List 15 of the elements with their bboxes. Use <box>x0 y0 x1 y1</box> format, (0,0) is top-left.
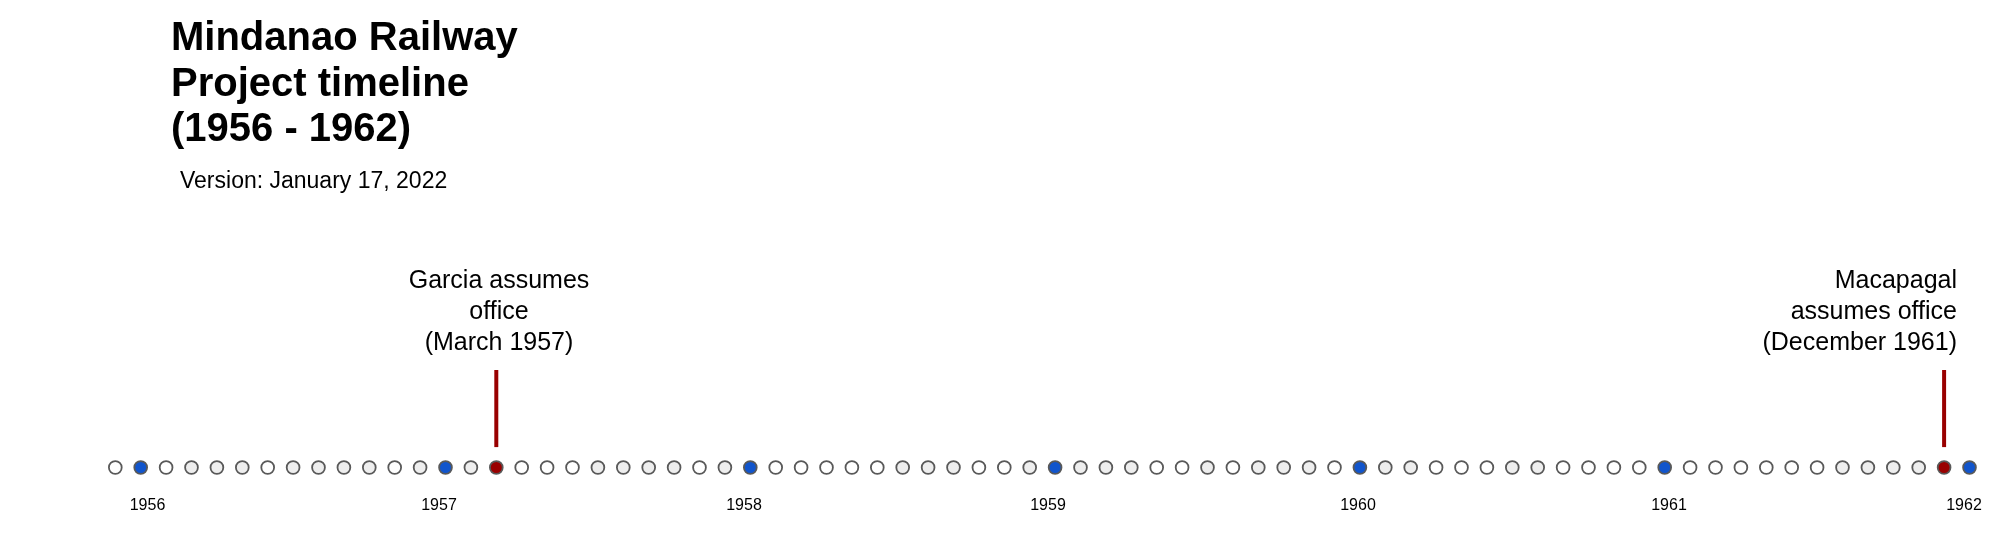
year-label: 1958 <box>726 495 762 515</box>
event-label: Macapagal assumes office (December 1961) <box>1752 264 1957 357</box>
year-label: 1957 <box>421 495 457 515</box>
year-label: 1956 <box>129 495 166 515</box>
year-label: 1960 <box>1340 495 1376 515</box>
year-label: 1959 <box>1030 495 1066 515</box>
leader-line <box>494 370 499 448</box>
year-label: 1961 <box>1651 495 1687 515</box>
event-label: Garcia assumes office (March 1957) <box>404 264 594 357</box>
event-marker-dot <box>489 460 504 475</box>
leader-line <box>1942 370 1947 448</box>
version-note: Version: January 17, 2022 <box>180 166 448 194</box>
event-marker-dot <box>1936 460 1952 475</box>
diagram-title: Mindanao Railway Project timeline (1956 - 1962) <box>171 14 519 151</box>
year-label: 1962 <box>1946 495 1982 515</box>
